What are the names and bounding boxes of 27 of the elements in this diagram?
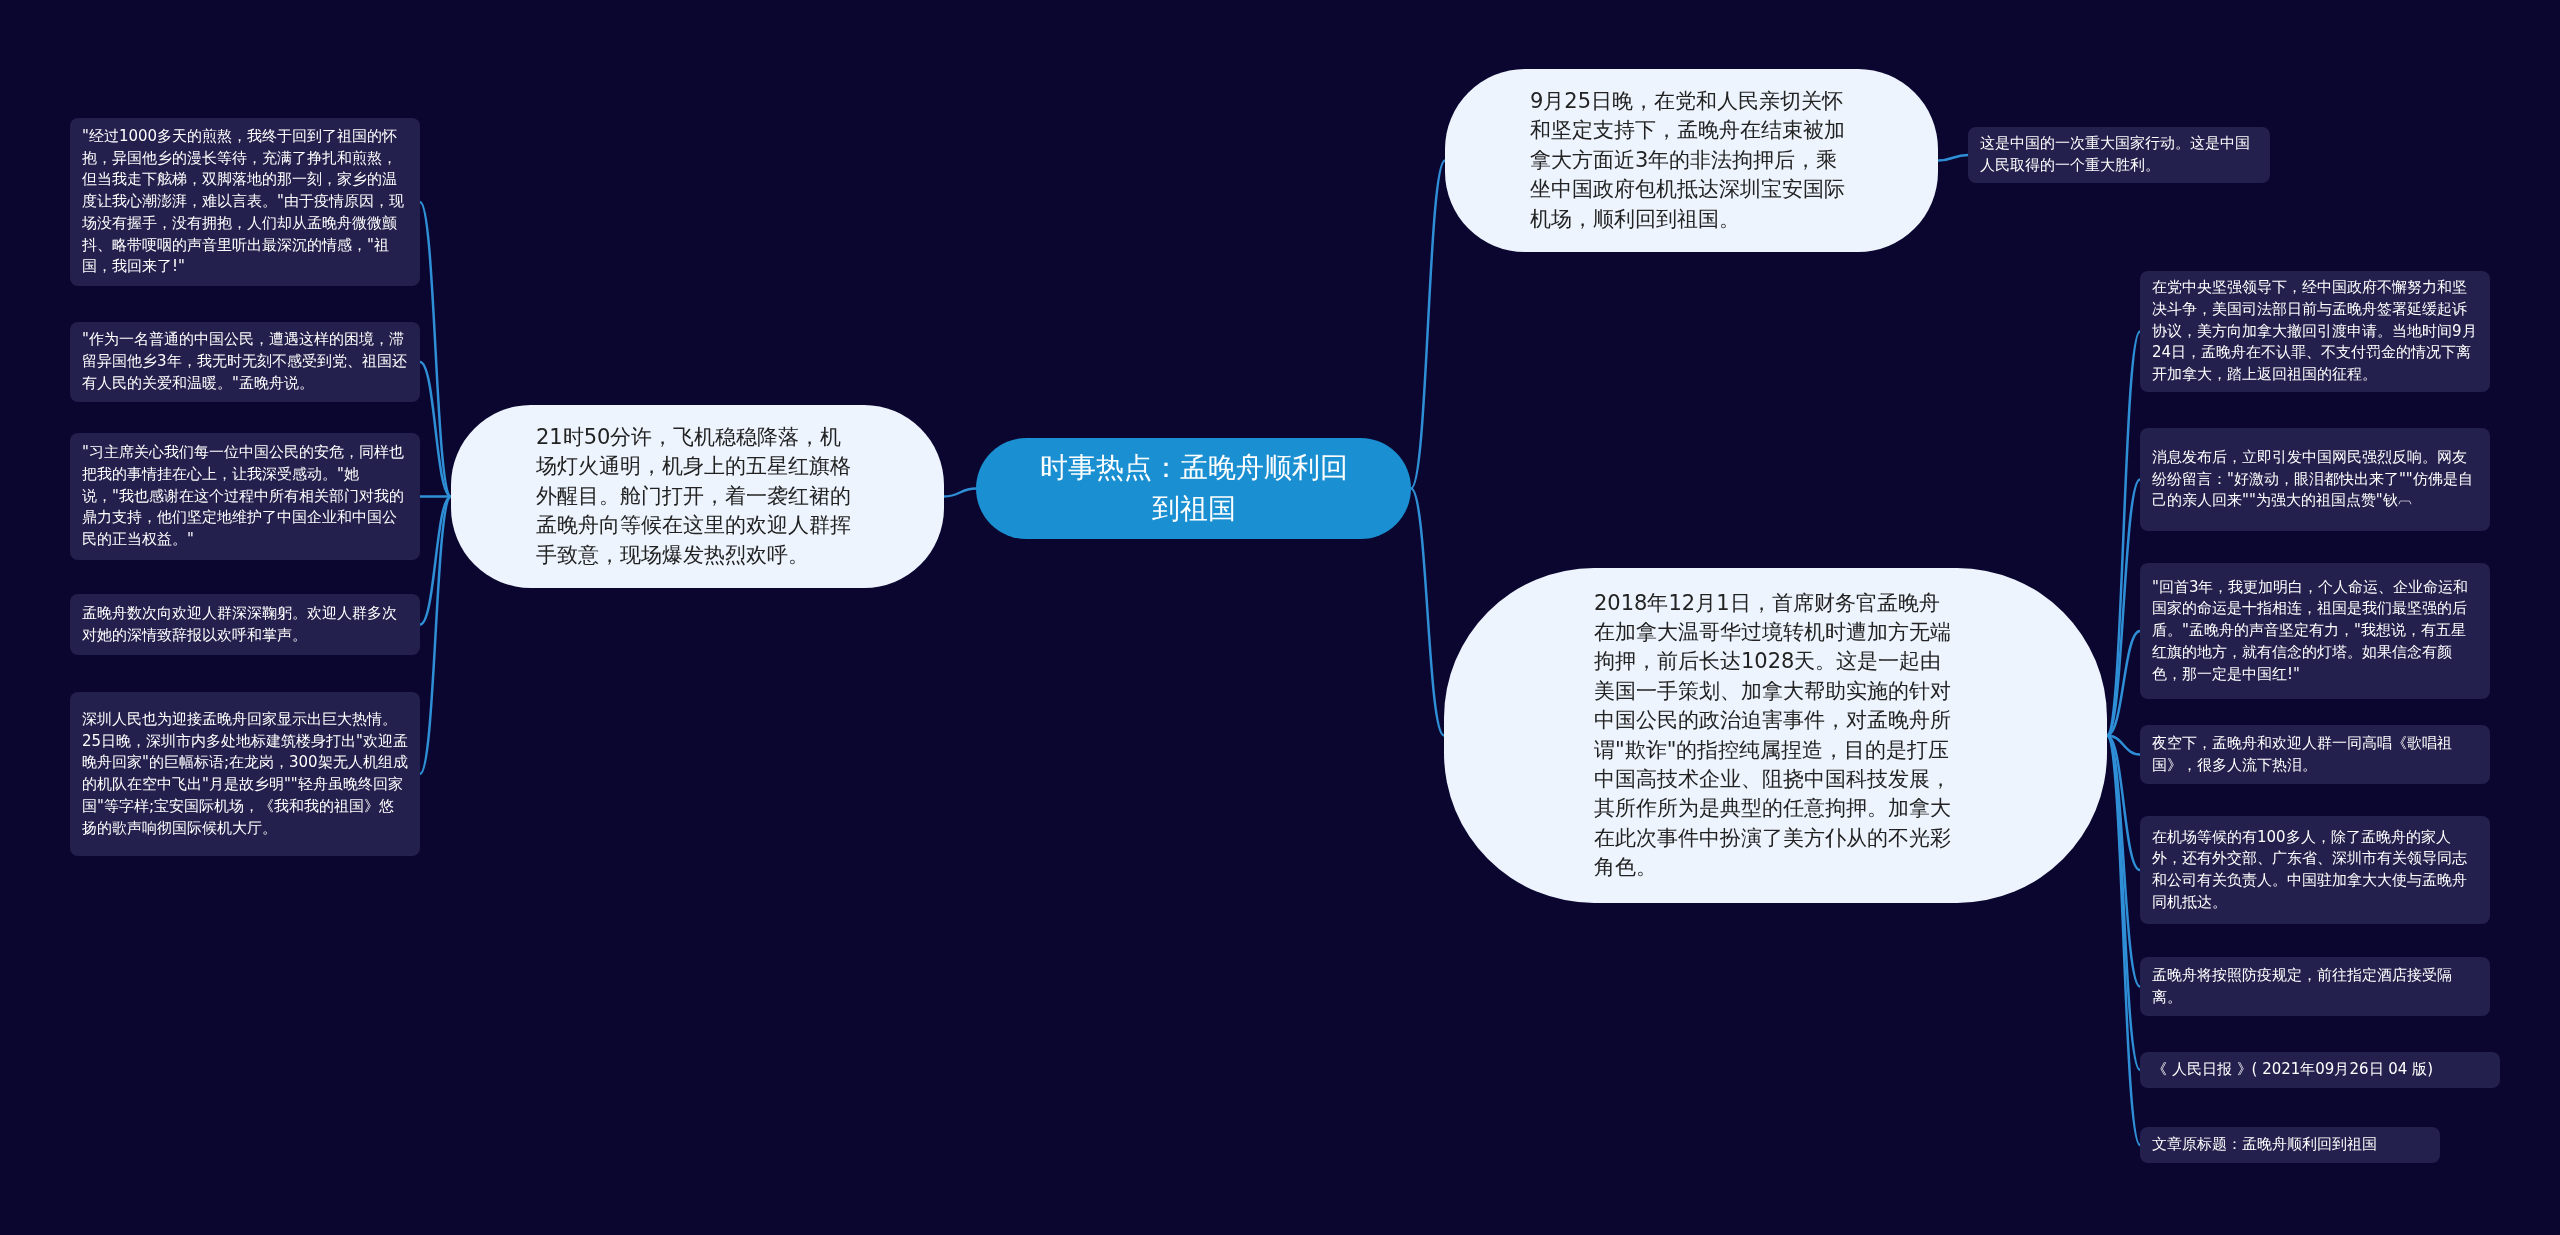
note-box: 在党中央坚强领导下，经中国政府不懈努力和坚决斗争，美国司法部日前与孟晚舟签署延缓起诉协议，美方向加拿大撤回引渡申请。当地时间9月24日，孟晚舟在不认罪、不支付罚金的情况下离开加拿大，踏上返回祖国的征程。 bbox=[2140, 271, 2490, 392]
note-box: 孟晚舟将按照防疫规定，前往指定酒店接受隔离。 bbox=[2140, 957, 2490, 1016]
connector-line bbox=[943, 487, 977, 498]
topic-box: 9月25日晚，在党和人民亲切关怀和坚定支持下，孟晚舟在结束被加拿大方面近3年的非法拘押后，乘坐中国政府包机抵达深圳宝安国际机场，顺利回到祖国。 bbox=[1445, 69, 1938, 252]
note-box: 夜空下，孟晚舟和欢迎人群一同高唱《歌唱祖国》，很多人流下热泪。 bbox=[2140, 725, 2490, 784]
note-box: 这是中国的一次重大国家行动。这是中国人民取得的一个重大胜利。 bbox=[1968, 127, 2270, 183]
note-box: "作为一名普通的中国公民，遭遇这样的困境，滞留异国他乡3年，我无时无刻不感受到党、祖国还有人民的关爱和温暖。"孟晚舟说。 bbox=[70, 322, 420, 402]
connector-line bbox=[419, 361, 452, 498]
topic-box: 时事热点：孟晚舟顺利回到祖国 bbox=[976, 438, 1411, 539]
connector-line bbox=[1937, 153, 1969, 162]
note-box: "回首3年，我更加明白，个人命运、企业命运和国家的命运是十指相连，祖国是我们最坚强的后盾。"孟晚舟的声音坚定有力，"我想说，有五星红旗的地方，就有信念的灯塔。如果信念有颜色，那一定是中国红!" bbox=[2140, 563, 2490, 699]
connector-line bbox=[420, 495, 451, 498]
connector-line bbox=[2106, 629, 2141, 737]
note-box: 文章原标题：孟晚舟顺利回到祖国 bbox=[2140, 1127, 2440, 1163]
connector-line bbox=[419, 495, 452, 626]
note-box: "习主席关心我们每一位中国公民的安危，同样也把我的事情挂在心上，让我深受感动。"她说，"我也感谢在这个过程中所有相关部门对我的鼎力支持，他们坚定地维护了中国企业和中国公民的正当权益。" bbox=[70, 433, 420, 560]
connector-line bbox=[418, 495, 453, 775]
note-box: 深圳人民也为迎接孟晚舟回家显示出巨大热情。25日晚，深圳市内多处地标建筑楼身打出"欢迎孟晚舟回家"的巨幅标语;在龙岗，300架无人机组成的机队在空中飞出"月是故乡明""轻舟虽晚终回家国"等字样;宝安国际机场，《我和我的祖国》悠扬的歌声响彻国际候机大厅。 bbox=[70, 692, 420, 856]
note-box: 孟晚舟数次向欢迎人群深深鞠躬。欢迎人群多次对她的深情致辞报以欢呼和掌声。 bbox=[70, 594, 420, 655]
note-box: 在机场等候的有100多人，除了孟晚舟的家人外，还有外交部、广东省、深圳市有关领导同志和公司有关负责人。中国驻加拿大大使与孟晚舟同机抵达。 bbox=[2140, 816, 2490, 924]
note-box: 消息发布后，立即引发中国网民强烈反响。网友纷纷留言："好激动，眼泪都快出来了""仿佛是自己的亲人回来""为强大的祖国点赞"钬︹ bbox=[2140, 428, 2490, 531]
note-box: 《 人民日报 》( 2021年09月26日 04 版) bbox=[2140, 1052, 2500, 1088]
topic-box: 2018年12月1日，首席财务官孟晚舟在加拿大温哥华过境转机时遭加方无端拘押，前后长达1028天。这是一起由美国一手策划、加拿大帮助实施的针对中国公民的政治迫害事件，对孟晚舟所谓"欺诈"的指控纯属捏造，目的是打压中国高技术企业、阻挠中国科技发展，其所作所为是典型的任意拘押。加拿大在此次事件中扮演了美方仆从的不光彩角色。 bbox=[1444, 568, 2107, 903]
topic-box: 21时50分许，飞机稳稳降落，机场灯火通明，机身上的五星红旗格外醒目。舱门打开，着一袭红裙的孟晚舟向等候在这里的欢迎人群挥手致意，现场爆发热烈欢呼。 bbox=[451, 405, 944, 588]
note-box: "经过1000多天的煎熬，我终于回到了祖国的怀抱，异国他乡的漫长等待，充满了挣扎和煎熬，但当我走下舷梯，双脚落地的那一刻，家乡的温度让我心潮澎湃，难以言表。"由于疫情原因，现场没有握手，没有拥抱，人们却从孟晚舟微微颤抖、略带哽咽的声音里听出最深沉的情感，"祖国，我回来了!" bbox=[70, 118, 420, 286]
connector-line bbox=[1410, 487, 1445, 737]
connector-line bbox=[1409, 159, 1447, 490]
